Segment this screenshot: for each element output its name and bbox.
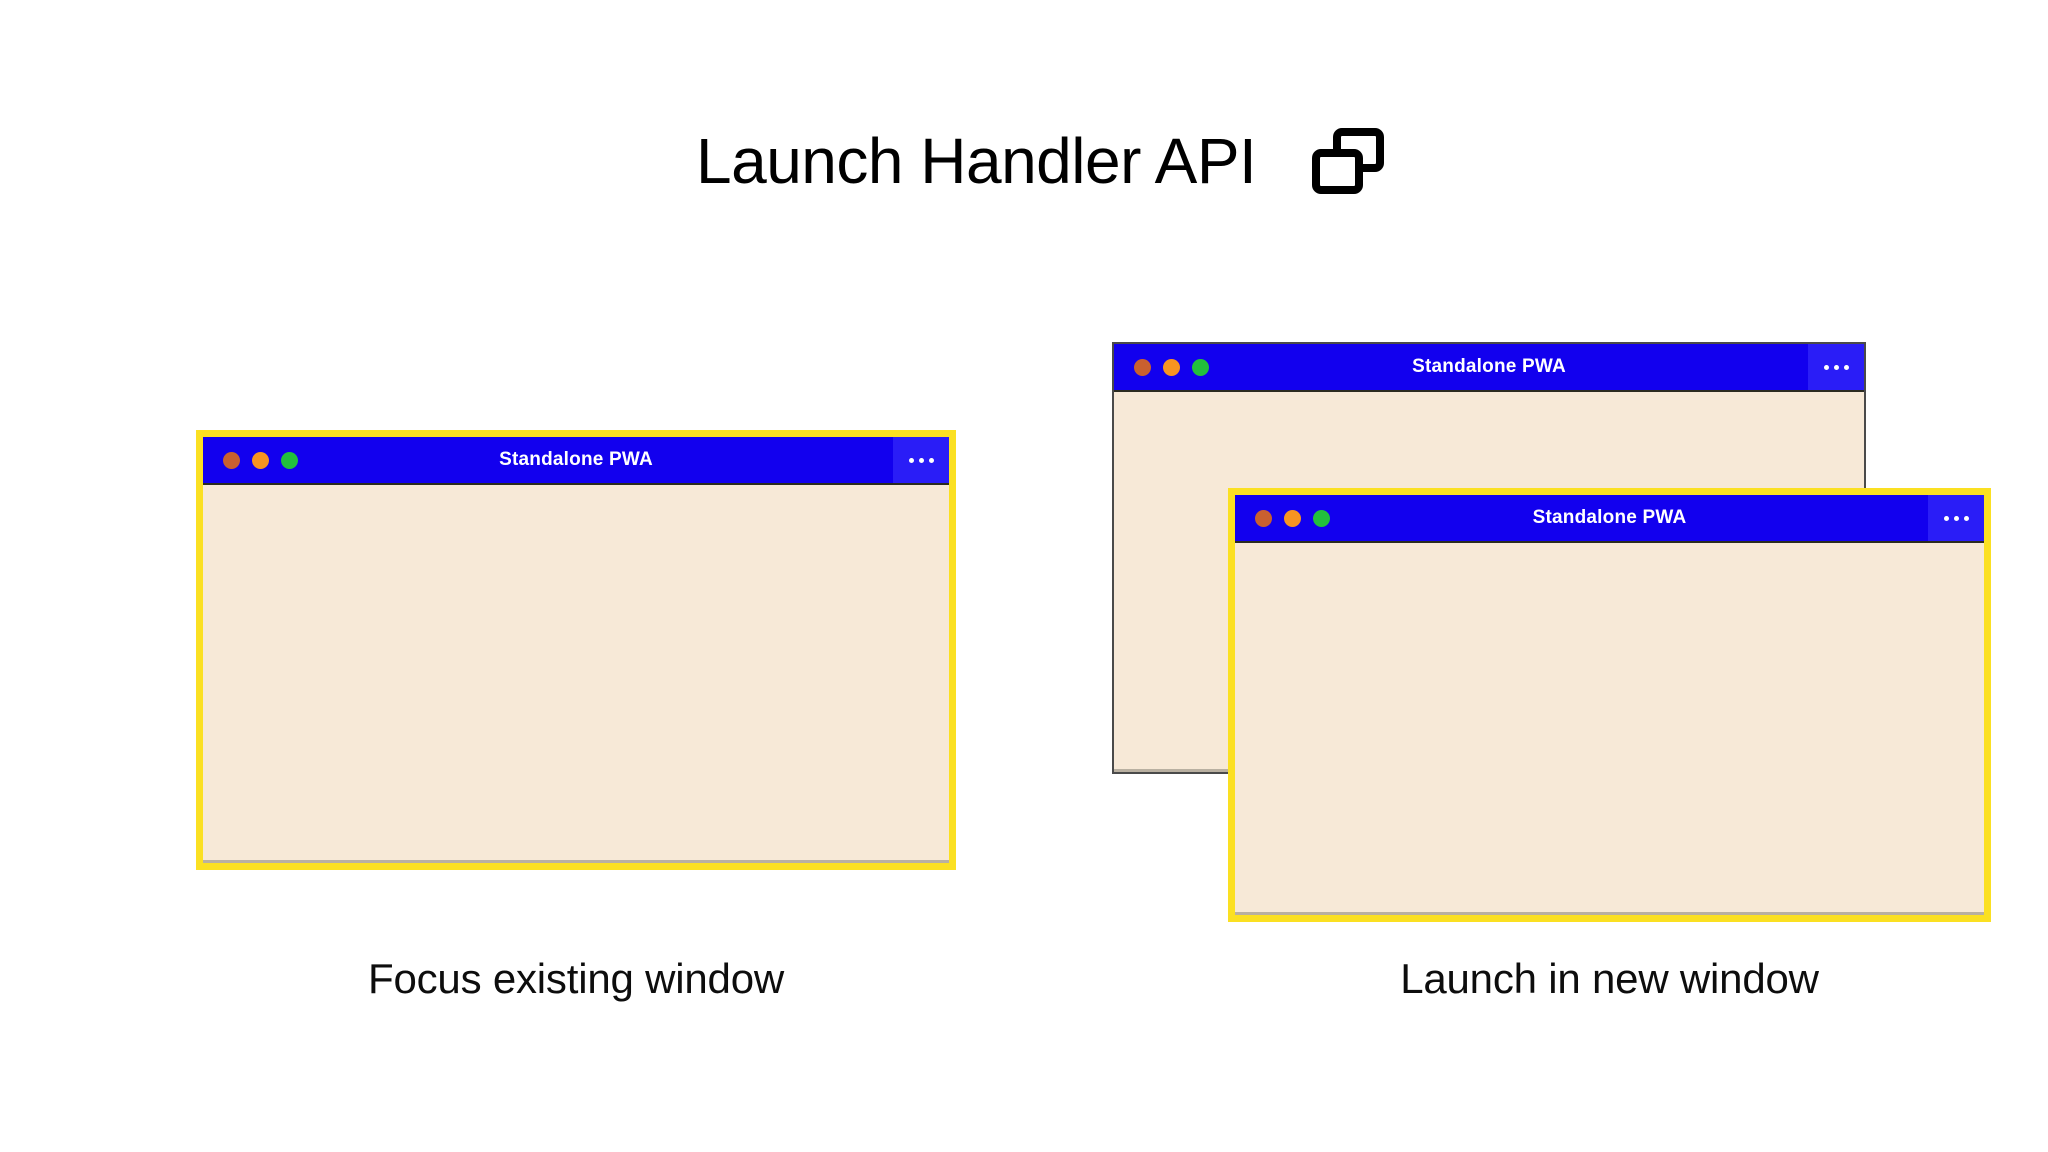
window-title-text: Standalone PWA — [499, 449, 653, 470]
minimize-icon[interactable] — [252, 451, 269, 469]
window-title-text: Standalone PWA — [1532, 507, 1687, 528]
maximize-icon[interactable] — [281, 451, 298, 469]
menu-dot — [1833, 364, 1839, 370]
new-pwa-window[interactable]: Standalone PWA — [1228, 488, 1991, 922]
menu-dot — [1943, 515, 1949, 521]
overflow-menu-icon[interactable] — [893, 437, 949, 483]
overflow-menu-icon[interactable] — [1808, 344, 1864, 390]
close-icon[interactable] — [1255, 509, 1272, 527]
close-icon[interactable] — [223, 451, 240, 469]
traffic-light-controls — [1134, 358, 1209, 376]
window-frame: Standalone PWA — [203, 437, 949, 863]
window-frame: Standalone PWA — [1235, 495, 1984, 915]
multiple-windows-icon — [1312, 128, 1385, 194]
minimize-icon[interactable] — [1284, 509, 1301, 527]
menu-dot — [918, 457, 924, 463]
focused-pwa-window[interactable]: Standalone PWA — [196, 430, 956, 870]
window-titlebar[interactable]: Standalone PWA — [1235, 495, 1984, 543]
window-content-area — [1235, 543, 1984, 915]
window-content-area — [203, 485, 949, 863]
close-icon[interactable] — [1134, 358, 1151, 376]
maximize-icon[interactable] — [1313, 509, 1330, 527]
menu-dot — [1953, 515, 1959, 521]
menu-dot — [928, 457, 934, 463]
page-title: Launch Handler API — [696, 125, 1257, 197]
menu-dot — [1843, 364, 1849, 370]
traffic-light-controls — [1255, 509, 1330, 527]
menu-dot — [1823, 364, 1829, 370]
menu-dot — [908, 457, 914, 463]
overflow-menu-icon[interactable] — [1928, 495, 1984, 541]
maximize-icon[interactable] — [1192, 358, 1209, 376]
window-titlebar[interactable]: Standalone PWA — [1114, 344, 1864, 392]
minimize-icon[interactable] — [1163, 358, 1180, 376]
menu-dot — [1963, 515, 1969, 521]
caption-focus-existing-window: Focus existing window — [368, 955, 784, 1002]
caption-launch-in-new-window: Launch in new window — [1400, 955, 1819, 1002]
window-title-text: Standalone PWA — [1412, 356, 1566, 377]
page-header: Launch Handler API — [696, 125, 1385, 197]
traffic-light-controls — [223, 451, 298, 469]
window-titlebar[interactable]: Standalone PWA — [203, 437, 949, 485]
